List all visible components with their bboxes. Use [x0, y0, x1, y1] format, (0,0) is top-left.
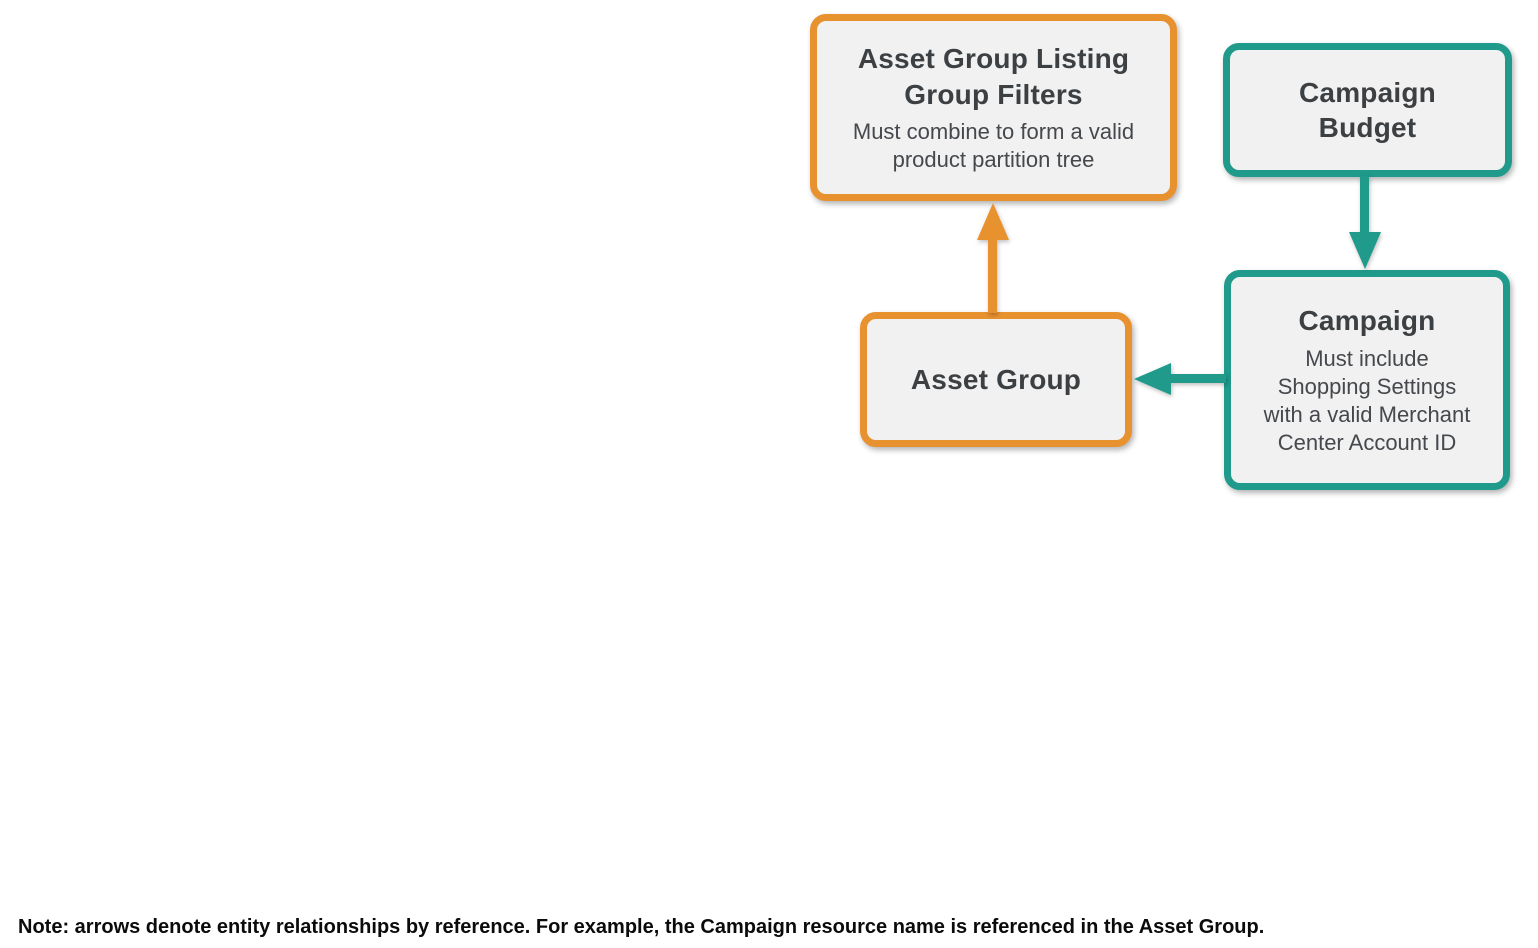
node-campaign-budget: Campaign Budget: [1223, 43, 1512, 177]
node-campaign: Campaign Must include Shopping Settings …: [1224, 270, 1510, 490]
node-title-campaign-budget: Campaign Budget: [1299, 76, 1436, 143]
node-asset-group: Asset Group: [860, 312, 1132, 447]
arrowhead-up-icon: [977, 203, 1009, 240]
node-title-asset-group-listing-group-filters: Asset Group Listing Group Filters: [857, 43, 1130, 110]
arrowhead-left-icon: [1134, 363, 1171, 395]
node-asset-group-listing-group-filters: Asset Group Listing Group Filters Must c…: [810, 14, 1177, 201]
arrow-shaft: [988, 237, 997, 313]
arrowhead-down-icon: [1349, 232, 1381, 269]
node-title-asset-group: Asset Group: [910, 363, 1082, 395]
node-subtitle-campaign: Must include Shopping Settings with a va…: [1263, 345, 1471, 455]
node-title-campaign: Campaign: [1298, 305, 1436, 337]
node-subtitle-asset-group-listing-group-filters: Must combine to form a valid product par…: [852, 118, 1135, 172]
arrow-shaft: [1168, 374, 1226, 383]
arrow-shaft: [1360, 176, 1369, 235]
diagram-note: Note: arrows denote entity relationships…: [18, 916, 1265, 938]
